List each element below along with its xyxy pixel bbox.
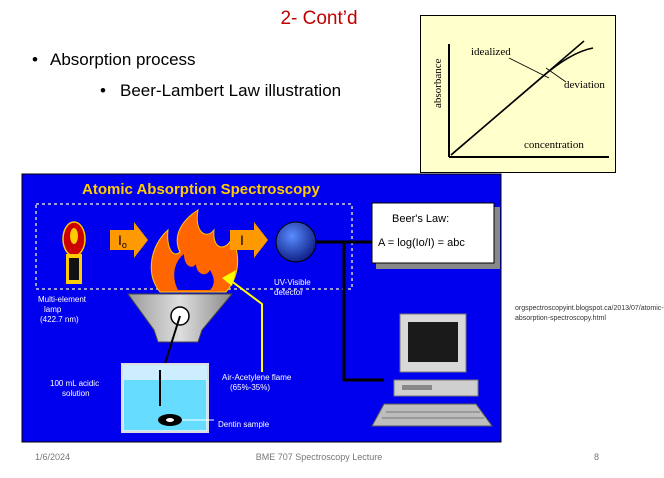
bullet-absorption-process: • Absorption process bbox=[32, 50, 196, 70]
flame-pointer-line bbox=[229, 279, 263, 372]
deviation-pointer bbox=[545, 67, 567, 83]
bullet-text: Absorption process bbox=[50, 50, 196, 69]
bullet-dot-icon: • bbox=[100, 81, 106, 100]
detector-label: UV-Visible detector bbox=[274, 278, 313, 297]
deviation-curve bbox=[450, 47, 594, 156]
footer-page-number: 8 bbox=[594, 452, 600, 462]
beers-law-box: Beer's Law: A = log(Io/I) = abc bbox=[371, 202, 500, 269]
beer-lambert-graph: absorbance idealized deviation concentra… bbox=[420, 15, 616, 173]
sample-label: Dentin sample bbox=[218, 420, 270, 429]
footer-lecture-title: BME 707 Spectroscopy Lecture bbox=[255, 452, 383, 462]
law-formula: A = log(Io/I) = abc bbox=[378, 237, 465, 249]
incident-intensity-label: Io bbox=[118, 232, 127, 250]
beaker-icon bbox=[121, 363, 209, 433]
transmitted-intensity-label: I bbox=[240, 232, 244, 248]
incident-beam-arrow bbox=[110, 222, 148, 258]
idealized-label: idealized bbox=[471, 46, 511, 58]
flame-label: Air-Acetylene flame (65%-35%) bbox=[222, 373, 294, 392]
solution-label: 100 mL acidic solution bbox=[50, 379, 101, 398]
aas-diagram: Atomic Absorption Spectroscopy Io I UV-V… bbox=[21, 173, 502, 443]
law-title: Beer's Law: bbox=[392, 213, 449, 225]
lamp-label: Multi-element lamp (422.7 nm) bbox=[38, 295, 88, 324]
computer-icon bbox=[371, 313, 493, 427]
lamp-icon bbox=[62, 221, 86, 284]
diagram-title: Atomic Absorption Spectroscopy bbox=[82, 181, 320, 198]
footer-date: 1/6/2024 bbox=[35, 452, 71, 462]
transmitted-beam-arrow bbox=[230, 222, 268, 258]
deviation-label: deviation bbox=[564, 79, 605, 91]
graph-ylabel: absorbance bbox=[432, 58, 444, 108]
idealized-pointer bbox=[508, 57, 550, 79]
bullet-dot-icon: • bbox=[32, 50, 38, 69]
computer-cable bbox=[342, 242, 384, 382]
bullet-text: Beer-Lambert Law illustration bbox=[120, 81, 342, 100]
bullet-beer-lambert: • Beer-Lambert Law illustration bbox=[100, 81, 341, 101]
detector-icon bbox=[275, 221, 317, 263]
slide-title: 2- Cont’d bbox=[280, 8, 358, 29]
image-citation: orgspectroscopyint.blogspot.ca/2013/07/a… bbox=[515, 305, 664, 322]
graph-xlabel: concentration bbox=[524, 139, 584, 151]
